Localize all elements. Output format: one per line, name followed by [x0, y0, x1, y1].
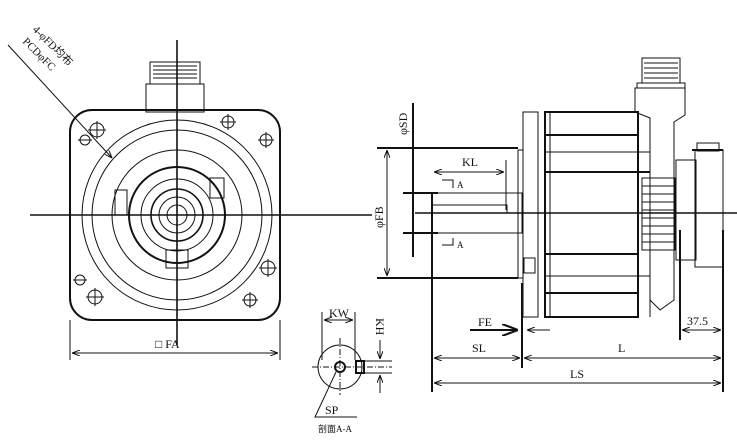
connector-thread — [149, 61, 201, 85]
section-mark-top: A — [457, 180, 464, 190]
connector-thread-side — [641, 57, 681, 84]
connector-body — [145, 83, 205, 113]
fb-label: φFB — [372, 206, 386, 228]
fa-label: □ FA — [155, 337, 180, 351]
bolt-hole-icon — [73, 114, 277, 308]
motor-body — [544, 111, 639, 318]
section-view: KW KH SP 剖面A-A — [312, 306, 392, 434]
connector-body-side — [634, 87, 686, 311]
encoder-cover — [694, 149, 724, 268]
front-view: 4-φFD均布 PCDφFC □ FA — [7, 23, 372, 360]
side-view: φFB φSD KL A A — [372, 57, 737, 392]
kl-label: KL — [462, 155, 478, 169]
ls-label: LS — [570, 367, 584, 381]
encoder-dim-label: 37.5 — [687, 314, 708, 328]
cooling-fins — [641, 177, 676, 251]
sp-label: SP — [325, 403, 339, 417]
kw-label: KW — [329, 306, 350, 320]
sd-label: φSD — [396, 112, 410, 135]
sl-label: SL — [472, 341, 486, 355]
section-title: 剖面A-A — [318, 423, 352, 434]
hole-leader — [7, 44, 112, 158]
fe-label: FE — [478, 315, 492, 329]
section-mark-bottom: A — [457, 240, 464, 250]
flange — [522, 111, 539, 318]
key — [431, 204, 508, 214]
kh-label: KH — [373, 318, 387, 336]
l-label: L — [618, 341, 625, 355]
